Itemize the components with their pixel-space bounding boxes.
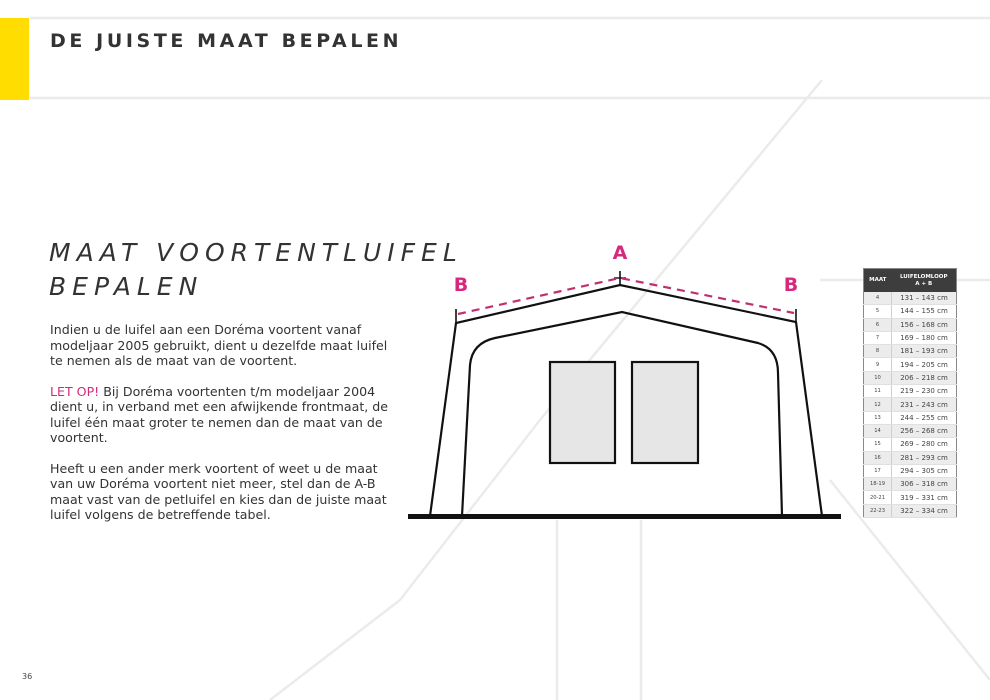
paragraph-other-brand: Heeft u een ander merk voortent of weet … bbox=[50, 460, 387, 523]
window-right bbox=[630, 360, 700, 465]
section-title-line1: MAAT VOORTENTLUIFEL bbox=[49, 238, 463, 267]
section-title-line2: BEPALEN bbox=[49, 272, 204, 301]
ground-line bbox=[408, 514, 841, 519]
accent-bar bbox=[0, 18, 29, 100]
label-a: A bbox=[613, 242, 628, 264]
section-title: MAAT VOORTENTLUIFEL BEPALEN bbox=[49, 236, 463, 304]
label-b-left: B bbox=[454, 274, 468, 296]
window-left bbox=[548, 360, 617, 465]
warning-text: Bij Doréma voortenten t/m modeljaar 2004… bbox=[50, 383, 389, 446]
page-header-title: DE JUISTE MAAT BEPALEN bbox=[50, 30, 403, 52]
warning-label: LET OP! bbox=[50, 383, 100, 399]
column-header-maat: MAAT bbox=[863, 268, 892, 292]
size-table-header: MAAT LUIFELOMLOOP A + B bbox=[863, 268, 957, 292]
tent-outer-frame bbox=[428, 283, 824, 517]
tent-inner-frame bbox=[460, 310, 784, 517]
page-number: 36 bbox=[22, 672, 33, 681]
body-text: Indien u de luifel aan een Doréma voorte… bbox=[50, 322, 395, 538]
tent-diagram: A B B bbox=[408, 242, 841, 519]
measurement-line-ab bbox=[457, 276, 795, 316]
label-b-right: B bbox=[784, 274, 798, 296]
paragraph-warning: LET OP! Bij Doréma voortenten t/m modelj… bbox=[50, 384, 395, 446]
paragraph-intro: Indien u de luifel aan een Doréma voorte… bbox=[50, 322, 388, 368]
column-header-luifelomloop: LUIFELOMLOOP A + B bbox=[891, 268, 957, 292]
